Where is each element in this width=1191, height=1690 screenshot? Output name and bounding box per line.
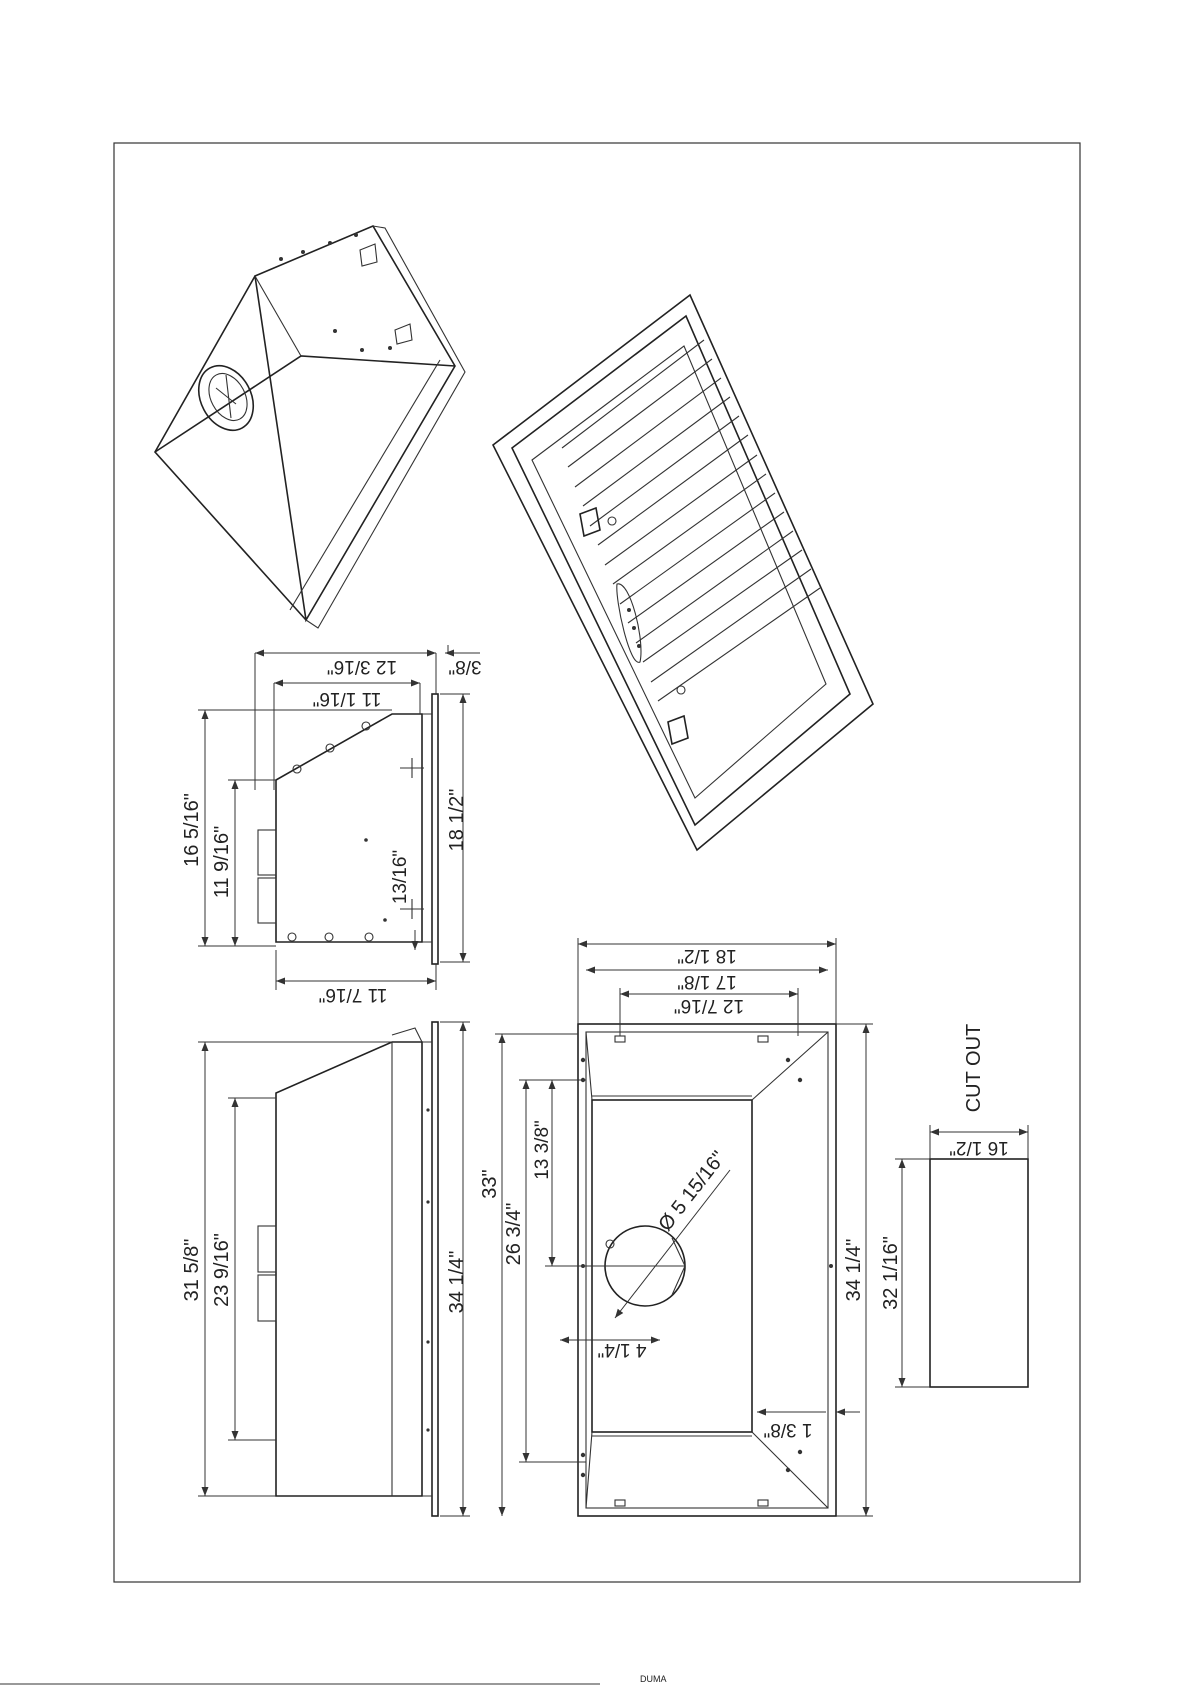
dim-bottom-length-inner: 26 3/4" (503, 1203, 525, 1266)
dim-side-depth-top: 12 3/16" (327, 656, 397, 677)
dim-side-depth-body: 11 1/16" (313, 688, 382, 709)
iso-view-housing (155, 226, 465, 628)
dim-side-height-front: 11 9/16" (211, 826, 233, 898)
dim-side-flange-width: 18 1/2" (446, 789, 468, 852)
dim-front-width-body: 23 9/16" (211, 1233, 233, 1307)
dim-front-width-total: 31 5/8" (181, 1239, 203, 1302)
footer-text: DUMA (640, 1674, 667, 1684)
dim-side-depth-bottom: 11 7/16" (319, 984, 388, 1005)
dim-bottom-duct-diameter: Ø 5 15/16" (654, 1147, 730, 1235)
dim-bottom-duct-offset: 13 3/8" (532, 1120, 553, 1180)
dim-side-height-total: 16 5/16" (181, 793, 203, 867)
dim-bottom-hole-spacing: 12 7/16" (674, 995, 744, 1016)
dim-bottom-length-flange: 34 1/4" (843, 1239, 865, 1302)
dim-bottom-length-body: 33" (479, 1169, 501, 1198)
bottom-view: 18 1/2" 17 1/8" 12 7/16" 33" 26 3/4" 13 … (479, 938, 873, 1516)
cut-out-view: CUT OUT 16 1/2" 32 1/16" (880, 1024, 1028, 1387)
iso-view-underside (493, 295, 873, 850)
dim-bottom-duct-center: 4 1/4" (597, 1339, 646, 1360)
dim-bottom-width-flange: 18 1/2" (677, 945, 737, 966)
side-view: 12 3/16" 11 1/16" 3/8" 16 5/16" 11 9/16"… (181, 645, 482, 1005)
dim-front-flange-length: 34 1/4" (446, 1251, 468, 1314)
drawing-frame (114, 143, 1080, 1582)
dim-bottom-width-body: 17 1/8" (677, 971, 737, 992)
dim-bottom-edge-offset: 1 3/8" (763, 1419, 812, 1440)
dim-cutout-length: 32 1/16" (880, 1236, 902, 1310)
dim-side-flange: 3/8" (448, 656, 481, 677)
dim-cutout-width: 16 1/2" (949, 1137, 1009, 1158)
cut-out-label: CUT OUT (963, 1024, 985, 1113)
front-view: 31 5/8" 23 9/16" 34 1/4" (181, 1022, 470, 1516)
dim-side-offset: 13/16" (390, 850, 411, 904)
